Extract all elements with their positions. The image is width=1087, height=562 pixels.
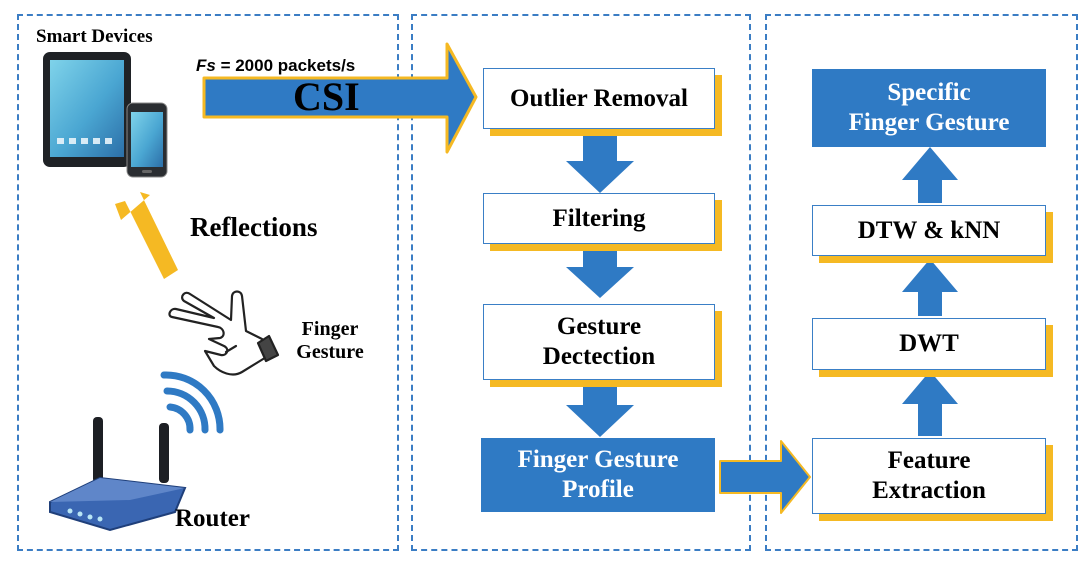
dwt-label: DWT xyxy=(899,330,959,357)
up-arrow-2 xyxy=(902,259,958,316)
up-arrow-1 xyxy=(902,371,958,436)
reflections-label: Reflections xyxy=(190,212,318,242)
filtering-label: Filtering xyxy=(552,204,646,232)
hand-gesture-icon xyxy=(168,290,280,376)
finger-gesture-profile-box: Finger Gesture Profile xyxy=(481,438,715,512)
fs-value: = 2000 packets/s xyxy=(215,56,356,75)
fs-symbol: Fs xyxy=(196,56,216,75)
gesture-detection-box: Gesture Dectection xyxy=(483,304,715,380)
sampling-rate-label: Fs = 2000 packets/s xyxy=(196,56,355,76)
specific-line1: Specific xyxy=(887,79,971,106)
specific-finger-gesture-box: Specific Finger Gesture xyxy=(812,69,1046,147)
gesture-detection-line1: Gesture xyxy=(556,313,642,340)
feature-line1: Feature xyxy=(887,447,971,474)
dtw-knn-box: DTW & kNN xyxy=(812,205,1046,256)
preprocessing-panel xyxy=(411,14,751,551)
up-arrow-3 xyxy=(902,147,958,203)
gesture-detection-line2: Dectection xyxy=(542,343,656,370)
csi-label: CSI xyxy=(293,74,360,119)
acquisition-panel xyxy=(17,14,399,551)
feature-extraction-box: Feature Extraction xyxy=(812,438,1046,514)
dwt-box: DWT xyxy=(812,318,1046,370)
profile-line2: Profile xyxy=(562,476,634,503)
right-arrow xyxy=(719,440,811,514)
csi-arrow xyxy=(202,42,478,154)
down-arrow-2 xyxy=(566,246,634,298)
smart-devices-label: Smart Devices xyxy=(36,26,153,47)
filtering-box: Filtering xyxy=(483,193,715,244)
finger-gesture-line2: Gesture xyxy=(296,341,364,363)
finger-gesture-label: Finger Gesture xyxy=(280,318,380,364)
phone-icon xyxy=(126,102,168,178)
dtw-knn-label: DTW & kNN xyxy=(857,216,1001,244)
profile-line1: Finger Gesture xyxy=(517,446,679,473)
outlier-removal-label: Outlier Removal xyxy=(510,84,688,112)
wifi-signal-icon xyxy=(160,371,224,434)
down-arrow-1 xyxy=(566,133,634,193)
outlier-removal-box: Outlier Removal xyxy=(483,68,715,129)
specific-line2: Finger Gesture xyxy=(848,109,1010,136)
router-label: Router xyxy=(175,505,250,532)
reflections-arrow xyxy=(115,192,178,279)
tablet-icon xyxy=(43,52,131,167)
feature-line2: Extraction xyxy=(872,477,986,504)
recognition-panel xyxy=(765,14,1078,551)
finger-gesture-line1: Finger xyxy=(301,318,359,340)
router-icon xyxy=(49,417,187,532)
down-arrow-3 xyxy=(566,384,634,437)
